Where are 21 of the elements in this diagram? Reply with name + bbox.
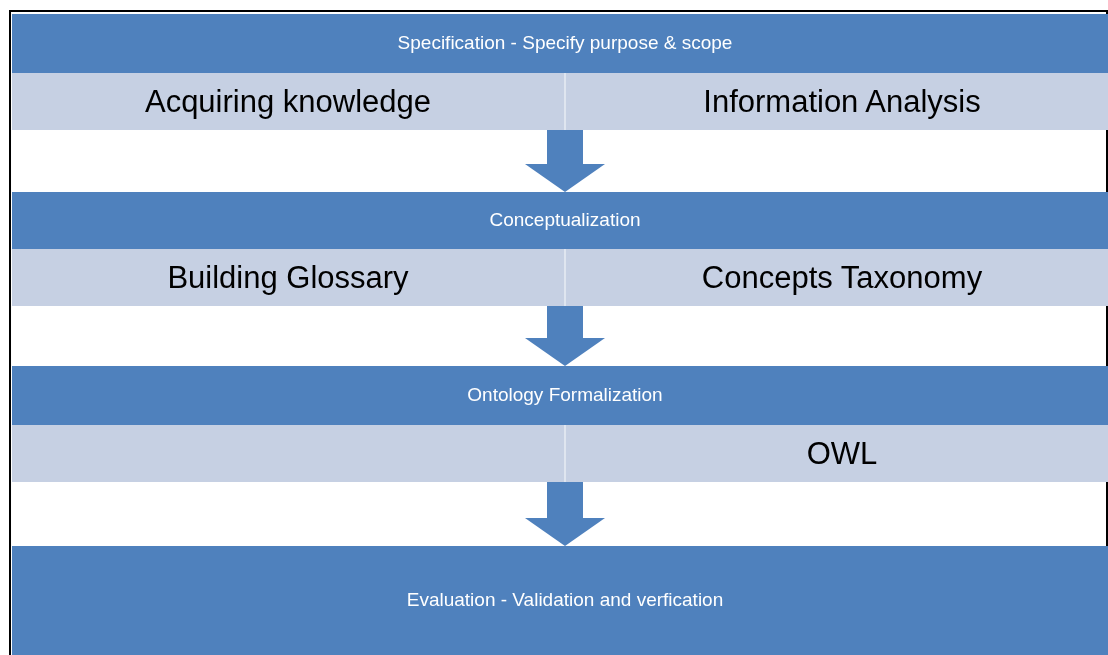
down-arrow bbox=[525, 130, 605, 192]
sub-step-box bbox=[12, 73, 564, 130]
sub-step-box bbox=[564, 73, 1108, 130]
sub-step-text: Information Analysis bbox=[703, 86, 981, 117]
stage-title: Evaluation - Validation and verfication bbox=[406, 588, 724, 613]
sub-step-text: OWL bbox=[806, 438, 878, 469]
stage-band bbox=[12, 366, 1108, 482]
sub-step-box bbox=[12, 249, 564, 306]
sub-step-box bbox=[564, 425, 1108, 482]
stage-title: Specification - Specify purpose & scope bbox=[397, 31, 733, 56]
stage-band bbox=[12, 192, 1108, 306]
stage-title: Conceptualization bbox=[489, 208, 641, 233]
sub-step-text: Concepts Taxonomy bbox=[701, 262, 983, 293]
stage-band bbox=[12, 546, 1108, 655]
sub-step-box bbox=[564, 249, 1108, 306]
down-arrow bbox=[525, 306, 605, 366]
stage-band bbox=[12, 14, 1108, 130]
sub-step-text: Acquiring knowledge bbox=[144, 86, 432, 117]
stage-title: Ontology Formalization bbox=[467, 383, 663, 408]
sub-step-text: Building Glossary bbox=[167, 262, 409, 293]
down-arrow bbox=[525, 482, 605, 546]
